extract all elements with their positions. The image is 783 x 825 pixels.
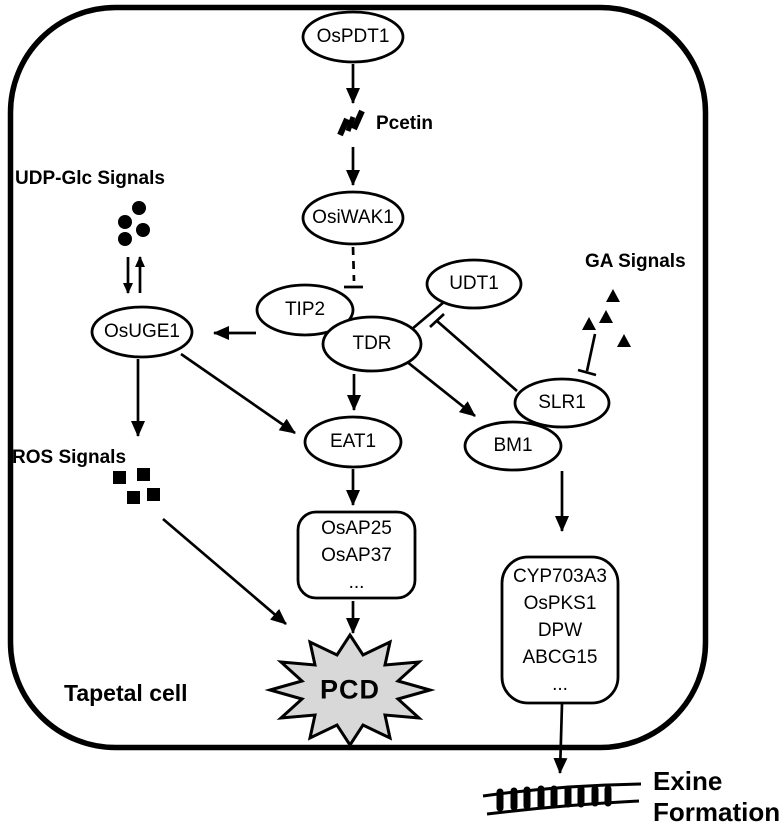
- gene-name: DPW: [537, 619, 583, 641]
- tapetal-cell-membrane: [7, 4, 709, 751]
- udp-glc-signals-label: UDP-Glc Signals: [15, 168, 165, 189]
- pectin-fragments-icon: [337, 109, 365, 137]
- pcd-starburst: [264, 632, 436, 748]
- pcetin-label: Pcetin: [376, 113, 434, 134]
- inhibition-ga-tbar: [577, 368, 597, 377]
- arrow-tdr-to-bm1: [405, 359, 476, 418]
- node-label-eat1: EAT1: [329, 431, 377, 452]
- pcd-label: PCD: [319, 674, 381, 705]
- pcd-gene-box-text: OsAP25 OsAP37 ...: [298, 512, 415, 598]
- ros-squares-icon: [113, 468, 160, 504]
- gene-name-ellipsis: ...: [348, 571, 365, 593]
- gene-box-exine: [500, 555, 620, 705]
- node-label-bm1: BM1: [493, 435, 533, 456]
- node-ellipse-osuge1: [90, 305, 194, 359]
- node-ellipse-eat1: [303, 415, 403, 469]
- node-label-udt1: UDT1: [449, 273, 499, 294]
- exine-formation-line2: Formation: [653, 797, 781, 825]
- node-ellipse-slr1: [513, 377, 611, 429]
- gene-name: ABCG15: [522, 646, 598, 668]
- arrow-cypbox-to-exine: [553, 703, 568, 774]
- node-ellipse-ospdt1: [301, 10, 405, 64]
- node-label-ospdt1: OsPDT1: [316, 26, 390, 47]
- ga-signals-label: GA Signals: [585, 251, 686, 272]
- exine-gene-box-text: CYP703A3 OsPKS1 DPW ABCG15 ...: [502, 557, 618, 703]
- gene-name-ellipsis: ...: [552, 673, 568, 695]
- gene-name: CYP703A3: [512, 565, 607, 587]
- tapetal-cell-label: Tapetal cell: [64, 680, 188, 706]
- exine-layer-icon: [482, 782, 642, 816]
- inhibition-slr1-to-tdr-line: [436, 319, 518, 393]
- gene-box-pcd: [296, 510, 417, 600]
- node-ellipse-osiwak1: [301, 190, 405, 246]
- node-ellipse-udt1: [425, 258, 523, 310]
- node-ellipse-tip2: [255, 283, 355, 337]
- node-ellipses: [90, 10, 611, 472]
- exine-formation-label: Exine Formation: [653, 766, 780, 825]
- pathway-edges: [123, 64, 597, 774]
- node-label-tip2: TIP2: [284, 299, 326, 320]
- gene-name: OsAP25: [321, 517, 392, 539]
- gene-name: OsPKS1: [523, 592, 597, 614]
- inhibition-osiwak1-to-tdr-line: [351, 246, 356, 282]
- arrow-osuge1-to-eat1: [180, 352, 296, 435]
- node-label-slr1: SLR1: [538, 392, 586, 413]
- ga-triangles-icon: [582, 289, 631, 347]
- node-ellipse-tdr: [321, 315, 423, 373]
- inhibition-slr1-tbar: [429, 313, 445, 328]
- udp-glc-dots-icon: [118, 201, 150, 246]
- inhibition-ga-to-slr1-line: [585, 333, 597, 372]
- node-label-osuge1: OsUGE1: [103, 321, 181, 342]
- gene-name: OsAP37: [321, 544, 392, 566]
- line-udt1-tdr: [411, 300, 445, 331]
- node-ellipse-bm1: [463, 420, 563, 472]
- node-label-tdr: TDR: [352, 333, 392, 354]
- ros-signals-label: ROS Signals: [12, 447, 127, 468]
- arrow-ros-to-pcd: [162, 517, 287, 626]
- exine-formation-line1: Exine: [653, 766, 723, 796]
- node-label-osiwak1: OsiWAK1: [312, 207, 394, 228]
